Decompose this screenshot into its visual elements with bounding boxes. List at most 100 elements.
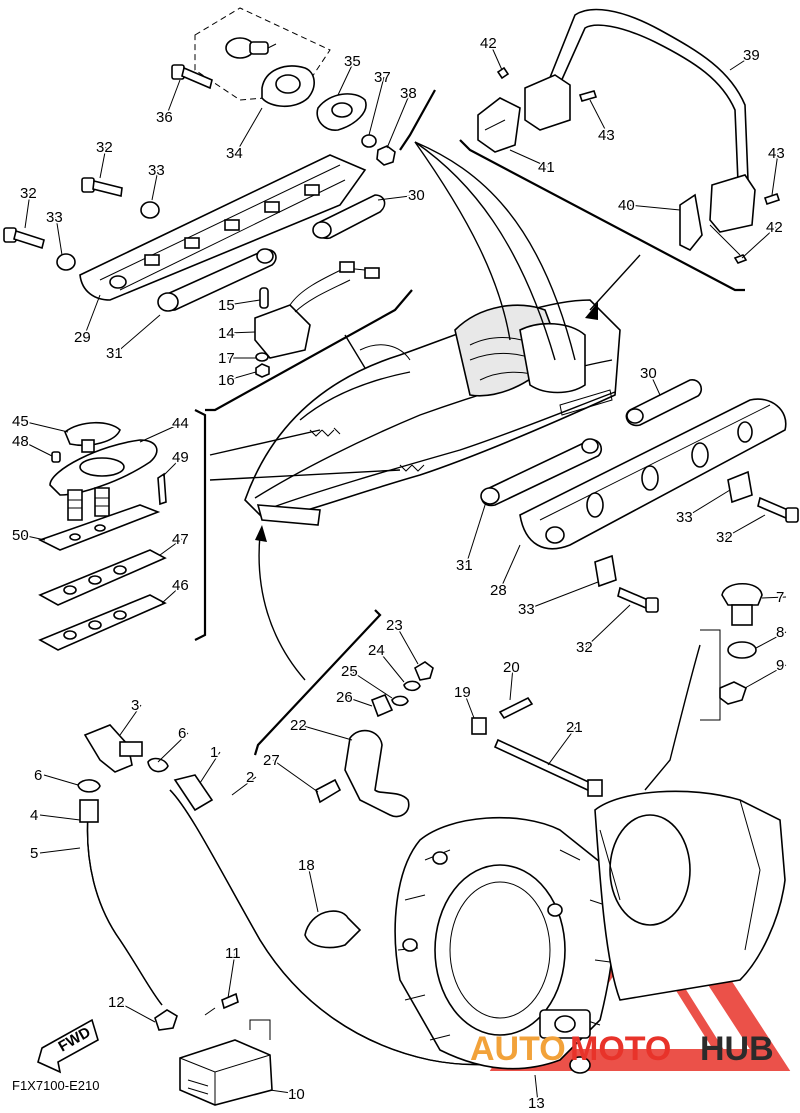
callout-leader: [161, 584, 183, 604]
callout-leader: [199, 751, 221, 784]
key-lock: [225, 37, 277, 59]
callout-leader: [21, 534, 46, 541]
part-40-mount: [679, 174, 756, 252]
watermark-moto: MOTO: [570, 1030, 671, 1068]
callout-leader: [227, 371, 257, 381]
callout-number: 6: [178, 725, 186, 742]
callout-number: 32: [716, 529, 733, 546]
callout-number: 46: [172, 577, 189, 594]
callout-leader: [368, 76, 385, 136]
callout-leader: [39, 814, 81, 821]
callout-number: 4: [30, 807, 38, 824]
callout-number: 20: [503, 659, 520, 676]
callout-leader: [350, 670, 393, 699]
callout-leader: [534, 1074, 539, 1104]
callout-number: 32: [20, 185, 37, 202]
callout-number: 16: [218, 372, 235, 389]
callout-leader: [585, 604, 631, 648]
callout-leader: [377, 194, 419, 201]
part-30-bracket-top: [312, 194, 386, 240]
callout-leader: [395, 624, 419, 665]
callout-number: 2: [246, 769, 254, 786]
callout-leader: [139, 422, 183, 443]
callout-leader: [227, 331, 256, 334]
callout-number: 12: [108, 994, 125, 1011]
part-5-hose: [79, 799, 163, 1006]
callout-number: 21: [566, 719, 583, 736]
part-36-bolt: [171, 64, 213, 90]
callout-number: 23: [386, 617, 403, 634]
part-47-plate: [38, 549, 167, 606]
callout-number: 42: [480, 35, 497, 52]
callout-leader: [227, 299, 261, 306]
callout-number: 19: [454, 684, 471, 701]
part-30-bracket-right: [625, 379, 702, 427]
callout-number: 30: [640, 365, 657, 382]
callout-leader: [83, 294, 101, 338]
callout-number: 40: [618, 197, 635, 214]
callout-number: 9: [776, 657, 784, 674]
callout-number: 24: [368, 642, 385, 659]
callout-layer: 1234566789101112131415161718192021222324…: [11, 34, 787, 1113]
callout-leader: [685, 489, 731, 518]
callout-leader: [627, 204, 681, 211]
callout-leader: [377, 649, 405, 683]
callout-leader: [465, 501, 487, 566]
callout-number: 31: [106, 345, 123, 362]
part-44-plate: [49, 439, 158, 521]
callout-leader: [165, 79, 181, 118]
callout-number: 29: [74, 329, 91, 346]
callout-number: 34: [226, 145, 243, 162]
part-50-plate: [37, 504, 161, 551]
callout-number: 44: [172, 415, 189, 432]
callout-leader: [162, 456, 183, 477]
part-29-sponson: [79, 154, 367, 301]
callout-leader: [39, 847, 81, 854]
callout-leader: [345, 696, 373, 707]
callout-number: 13: [528, 1095, 545, 1112]
callout-leader: [386, 92, 411, 149]
fwd-arrow: FWD: [37, 1018, 99, 1074]
part-22-bracket: [344, 729, 410, 818]
part-32-bolts-right: [617, 496, 799, 613]
callout-leader: [509, 666, 514, 701]
callout-leader: [755, 631, 787, 649]
part-39-handle-bar: [543, 8, 749, 183]
part-21-strap: [493, 738, 603, 797]
part-45-cover: [64, 421, 121, 453]
callout-number: 11: [225, 945, 241, 962]
part-31-bracket: [157, 248, 277, 312]
callout-number: 15: [218, 297, 235, 314]
callout-number: 36: [156, 109, 173, 126]
part-41-mount: [477, 74, 571, 153]
callout-leader: [272, 759, 319, 793]
callout-number: 42: [766, 219, 783, 236]
callout-leader: [151, 169, 159, 201]
callout-leader: [729, 54, 754, 71]
callout-number: 47: [172, 531, 189, 548]
callout-number: 6: [34, 767, 42, 784]
callout-number: 35: [344, 53, 361, 70]
callout-number: 5: [30, 845, 38, 862]
callout-leader: [117, 1001, 156, 1023]
callout-leader: [157, 732, 189, 763]
part-31-bracket-right: [480, 438, 602, 507]
callout-leader: [21, 440, 53, 457]
callout-number: 49: [172, 449, 189, 466]
callout-leader: [725, 514, 766, 538]
callout-number: 25: [341, 663, 358, 680]
callout-number: 43: [768, 145, 785, 162]
callout-number: 8: [776, 624, 784, 641]
callout-leader: [307, 864, 319, 913]
callout-leader: [761, 596, 787, 599]
callout-number: 32: [576, 639, 593, 656]
watermark-hub: HUB: [700, 1030, 774, 1068]
callout-leader: [231, 776, 257, 796]
callout-leader: [527, 581, 599, 610]
callout-number: 50: [12, 527, 29, 544]
part-32-bolts-left: [3, 177, 123, 250]
callout-leader: [99, 146, 107, 179]
callout-number: 27: [263, 752, 280, 769]
part-3-fitting: [83, 724, 143, 773]
